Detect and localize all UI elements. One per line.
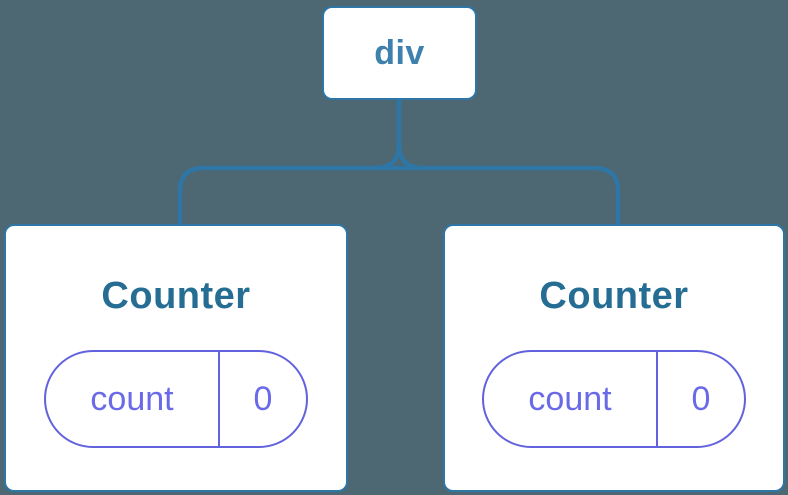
state-value-label: 0 [218,352,306,446]
tree-node-counter-left: Counter count 0 [4,224,348,492]
component-name-label: Counter [101,275,251,317]
tree-node-div: div [322,6,477,100]
tree-node-counter-right: Counter count 0 [443,224,785,492]
state-key-label: count [528,379,612,418]
stem-connector-left-fillet [374,97,402,171]
root-node-label: div [374,33,425,72]
component-name-label: Counter [539,275,689,317]
state-pill: count 0 [482,350,746,448]
stem-connector-right-fillet [396,97,424,171]
state-value-label: 0 [656,352,744,446]
state-key-label: count [90,379,174,418]
branch-connector-line [177,165,621,228]
state-pill: count 0 [44,350,308,448]
